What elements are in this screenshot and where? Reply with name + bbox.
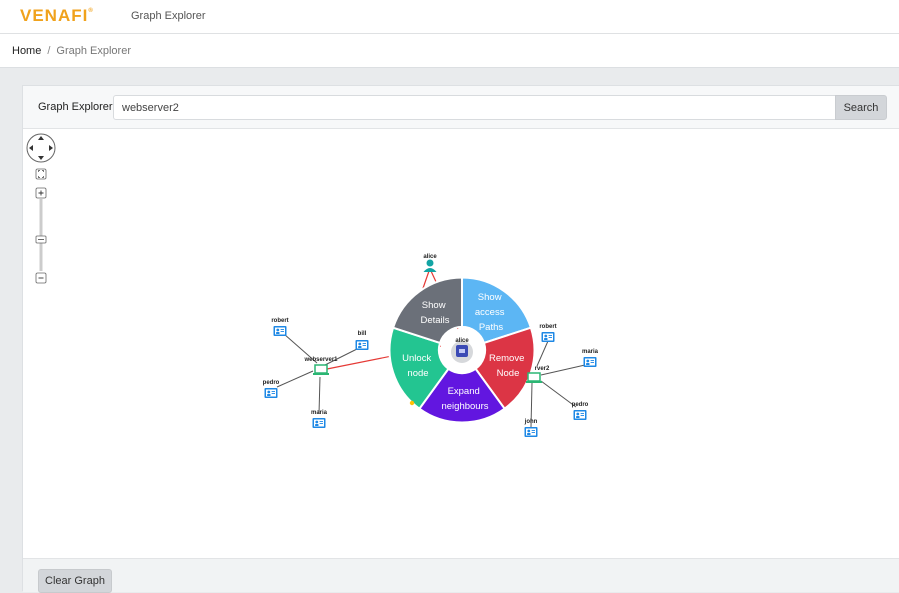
breadcrumb-current: Graph Explorer [56,45,131,57]
edge [530,382,533,428]
zoom-in-button[interactable] [35,187,47,199]
node-maria-left[interactable]: maria [311,410,328,428]
radial-show-access-paths[interactable] [461,276,533,345]
graph-explorer-panel: Graph Explorer Search [22,85,899,593]
radial-show-details[interactable] [391,276,463,345]
svg-text:rver2: rver2 [535,366,550,372]
clear-graph-button[interactable]: Clear Graph [38,569,112,593]
edge [318,376,321,415]
top-navbar: VENAFI® Graph Explorer [0,0,899,34]
breadcrumb-separator: / [47,45,51,57]
svg-text:alice: alice [423,254,437,260]
svg-text:pedro: pedro [572,402,589,408]
radial-menu: Show Details Show access Paths Remove No… [388,276,536,424]
edge [540,380,577,408]
svg-text:john: john [524,419,538,425]
search-input[interactable] [113,95,836,120]
svg-text:Show access: Show access Paths [475,292,507,333]
svg-text:bill: bill [358,331,367,337]
svg-text:Show Details: Show Details [420,300,449,326]
node-john[interactable]: john [524,419,538,437]
edge [540,364,586,376]
svg-text:webserver1: webserver1 [303,357,338,363]
node-webserver1[interactable]: webserver1 [303,357,338,376]
search-button[interactable]: Search [835,95,887,120]
search-label: Graph Explorer [38,101,113,113]
edge [276,370,314,388]
node-alice-center-label: alice [455,338,469,344]
edge [536,340,549,367]
breadcrumb-bar: Home / Graph Explorer [0,34,899,68]
zoom-out-button[interactable] [35,272,47,284]
svg-text:robert: robert [539,324,556,330]
panel-footer: Clear Graph [23,558,899,593]
svg-text:Remove Node: Remove Node [489,353,527,379]
venafi-logo[interactable]: VENAFI® [20,6,94,25]
svg-text:Unlock node: Unlock node [402,353,434,379]
radial-unlock-node[interactable] [388,326,450,411]
node-pedro-left[interactable]: pedro [263,380,280,398]
breadcrumb-home-link[interactable]: Home [12,45,42,57]
node-robert-left[interactable]: robert [271,318,289,336]
node-pedro-right[interactable]: pedro [572,402,589,420]
node-maria-right[interactable]: maria [582,349,599,367]
node-robert-right[interactable]: robert [539,324,557,342]
edge [324,348,358,366]
svg-text:Expand neighbours: Expand neighbours [441,386,488,412]
breadcrumb: Home / Graph Explorer [12,45,131,57]
fit-view-icon[interactable] [35,168,47,180]
radial-expand-neighbours[interactable] [418,367,506,424]
node-webserver2[interactable]: rver2 [525,366,550,384]
pan-control[interactable] [26,133,56,163]
nav-title-link[interactable]: Graph Explorer [131,10,206,22]
search-row: Graph Explorer Search [23,86,899,129]
svg-text:pedro: pedro [263,380,280,386]
graph-canvas[interactable]: alice robert bill webserver1 pedro m [23,130,899,558]
svg-text:maria: maria [582,349,599,355]
node-bill[interactable]: bill [355,331,369,350]
node-alice-top[interactable]: alice [423,254,437,272]
svg-text:maria: maria [311,410,328,416]
edge [283,333,318,364]
svg-text:robert: robert [271,318,288,324]
